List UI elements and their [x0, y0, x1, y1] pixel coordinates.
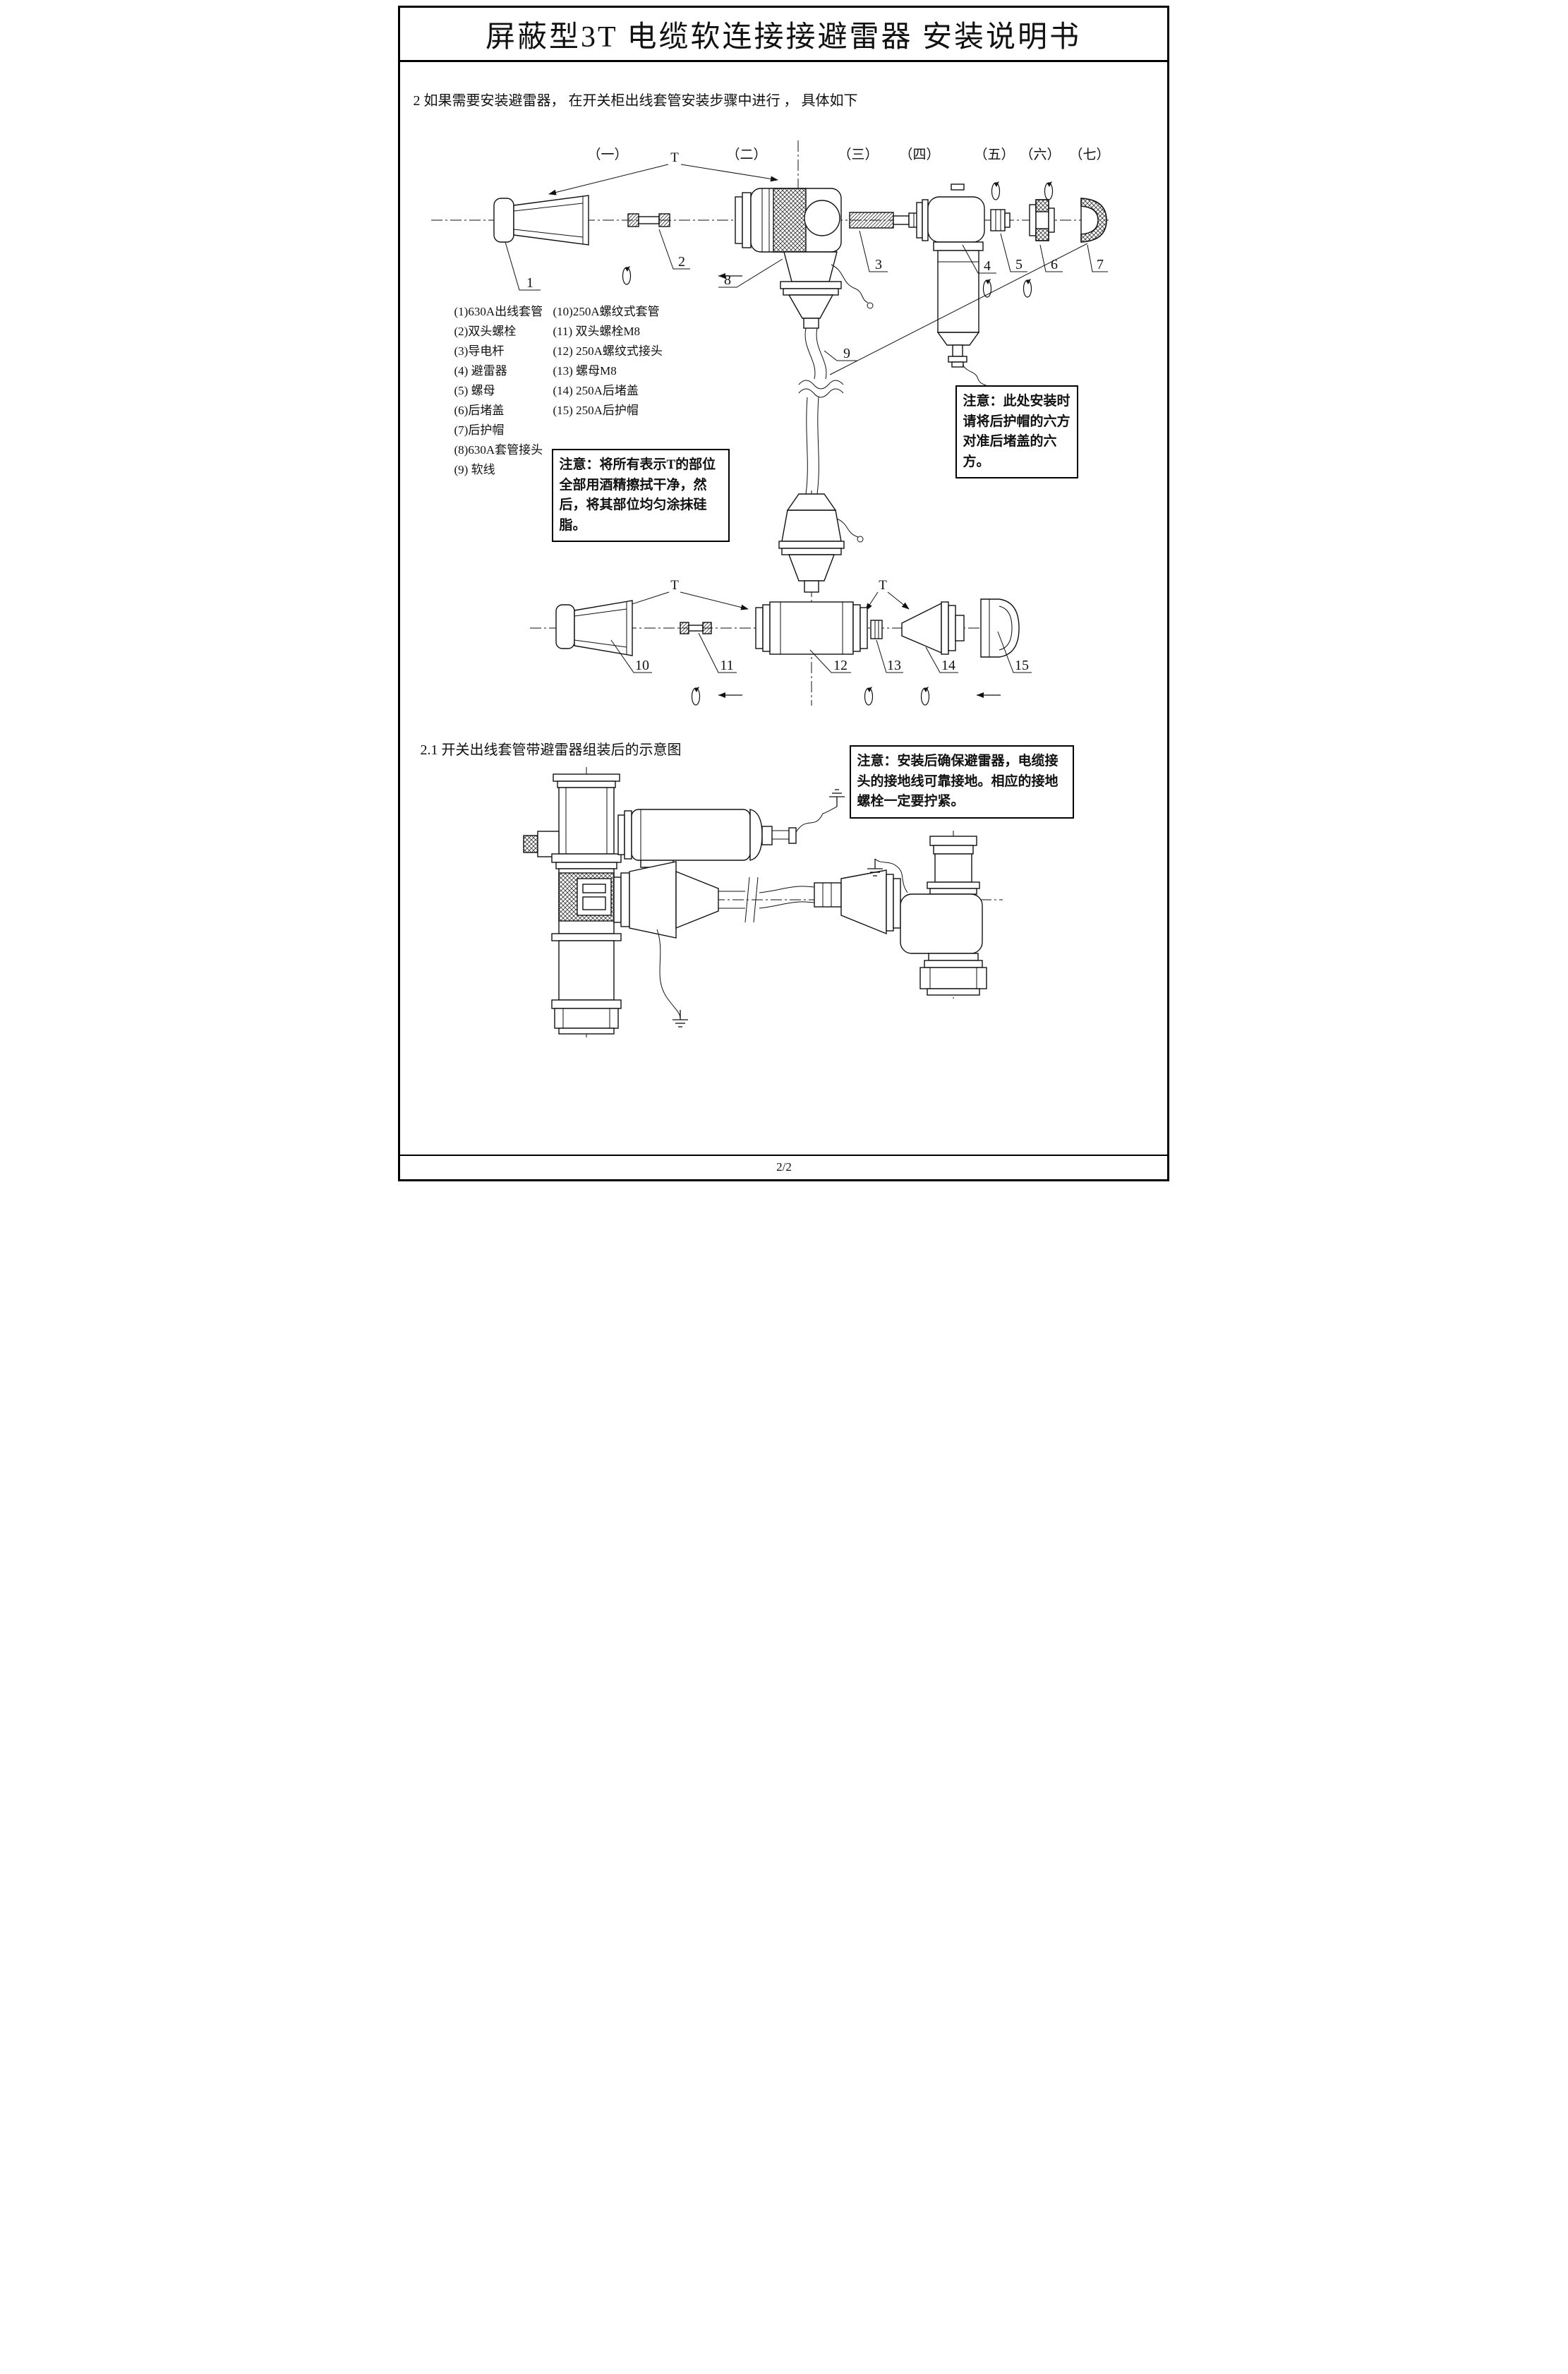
part-3-conducting-rod	[848, 212, 925, 229]
part-number-11: 11	[720, 658, 733, 673]
parts-list-item: (6)后堵盖	[454, 404, 505, 417]
part-6-rear-plug	[1028, 199, 1055, 241]
page-number: 2/2	[776, 1160, 792, 1174]
part-9-flexible-cable	[798, 327, 843, 495]
part-number-1: 1	[526, 275, 533, 291]
assembled-view-diagram	[522, 767, 1003, 1037]
parts-list-item: (10)250A螺纹式套管	[553, 305, 660, 318]
parts-list-item: (2)双头螺栓	[454, 325, 517, 338]
label-col-3: （三）	[838, 147, 878, 162]
parts-list-item: (9) 软线	[454, 463, 495, 476]
parts-list-item: (3)导电杆	[454, 344, 505, 358]
parts-list-item: (14) 250A后堵盖	[553, 384, 639, 397]
exploded-assembly-diagram: （一） T （二） （三） （四） （五） （六） （七）	[430, 140, 1109, 706]
part-7-rear-cap	[1080, 198, 1107, 243]
page-border	[397, 6, 1169, 1181]
part-number-8: 8	[724, 272, 731, 288]
parts-list-item: (13) 螺母M8	[553, 364, 617, 378]
column-labels: （一） T （二） （三） （四） （五） （六） （七）	[548, 147, 1109, 195]
parts-list-item: (1)630A出线套管	[454, 305, 543, 318]
part-number-12: 12	[833, 658, 848, 673]
row2-t-labels: T T	[620, 578, 910, 611]
part-number-3: 3	[875, 257, 882, 272]
note-hex-alignment: 注意：此处安装时请将后护帽的六方对准后堵盖的六方。	[955, 385, 1078, 478]
label-col-6: （六）	[1020, 147, 1060, 162]
part-15-250a-rear-cap	[979, 598, 1020, 658]
part-4-arrester	[915, 183, 994, 395]
footer-divider	[397, 1155, 1169, 1156]
part-number-labels-top: 1 2 8 3 4 5 6 7 9	[505, 229, 1108, 375]
parts-list-col2: (10)250A螺纹式套管 (11) 双头螺栓M8 (12) 250A螺纹式接头…	[553, 302, 663, 421]
assembled-right-elbow	[866, 836, 987, 996]
label-t-mid-1: T	[670, 578, 679, 593]
label-t-top: T	[670, 150, 679, 165]
parts-list-item: (12) 250A螺纹式接头	[553, 344, 663, 358]
label-col-7: （七）	[1069, 147, 1109, 162]
title-box: 屏蔽型3T 电缆软连接接避雷器 安装说明书	[399, 8, 1167, 62]
note-silicone-grease: 注意：将所有表示T的部位全部用酒精擦拭干净，然后，将其部位均匀涂抹硅脂。	[551, 449, 730, 542]
part-number-14: 14	[941, 658, 955, 673]
label-col-2: （二）	[726, 147, 766, 162]
assembled-arrester	[617, 789, 845, 861]
note-grounding: 注意：安装后确保避雷器，电缆接头的接地线可靠接地。相应的接地螺栓一定要拧紧。	[849, 745, 1074, 819]
assembled-main-bushing	[522, 773, 622, 1035]
part-14-250a-rear-plug	[900, 601, 965, 655]
part-number-7: 7	[1097, 257, 1104, 272]
part-10-250a-bushing	[555, 600, 633, 656]
parts-list-item: (5) 螺母	[454, 384, 495, 397]
label-col-4: （四）	[899, 147, 939, 162]
parts-list-col1: (1)630A出线套管 (2)双头螺栓 (3)导电杆 (4) 避雷器 (5) 螺…	[454, 302, 543, 480]
parts-list-item: (11) 双头螺栓M8	[553, 325, 641, 338]
part-number-10: 10	[635, 658, 649, 673]
part-13-nut-m8	[869, 620, 883, 639]
part-number-4: 4	[984, 258, 991, 274]
page-title: 屏蔽型3T 电缆软连接接避雷器 安装说明书	[486, 20, 1081, 54]
assembled-630a-connector	[613, 857, 719, 1028]
part-5-nut	[989, 209, 1011, 231]
part-number-13: 13	[887, 658, 901, 673]
part-number-labels-mid: 10 11 12 13 14 15	[610, 631, 1032, 673]
parts-list-item: (8)630A套管接头	[454, 443, 543, 457]
parts-list-item: (15) 250A后护帽	[553, 404, 639, 417]
parts-list-item: (4) 避雷器	[454, 364, 507, 378]
label-t-mid-2: T	[879, 578, 887, 593]
part-number-15: 15	[1015, 658, 1029, 673]
part-number-2: 2	[678, 254, 685, 270]
part-number-6: 6	[1051, 257, 1058, 272]
assembled-cable	[718, 869, 901, 935]
part-number-9: 9	[843, 346, 850, 361]
manual-page: 屏蔽型3T 电缆软连接接避雷器 安装说明书 2 如果需要安装避雷器， 在开关柜出…	[392, 0, 1176, 1187]
rotation-arrows-mid	[691, 686, 1001, 706]
part-11-stud-bolt-m8	[679, 622, 712, 634]
part-2-stud-bolt	[622, 213, 670, 285]
part-12-250a-t-connector	[754, 601, 868, 655]
middle-250a-bell	[778, 493, 863, 593]
section-2-heading: 2 如果需要安装避雷器， 在开关柜出线套管安装步骤中进行 ， 具体如下	[413, 93, 858, 109]
part-8-630a-connector	[717, 188, 873, 329]
label-col-1: （一）	[587, 147, 627, 162]
section-2-1-heading: 2.1 开关出线套管带避雷器组装后的示意图	[420, 742, 682, 758]
label-col-5: （五）	[974, 147, 1014, 162]
parts-list-item: (7)后护帽	[454, 423, 505, 437]
part-1-630a-bushing	[493, 195, 589, 246]
part-number-5: 5	[1015, 257, 1023, 272]
